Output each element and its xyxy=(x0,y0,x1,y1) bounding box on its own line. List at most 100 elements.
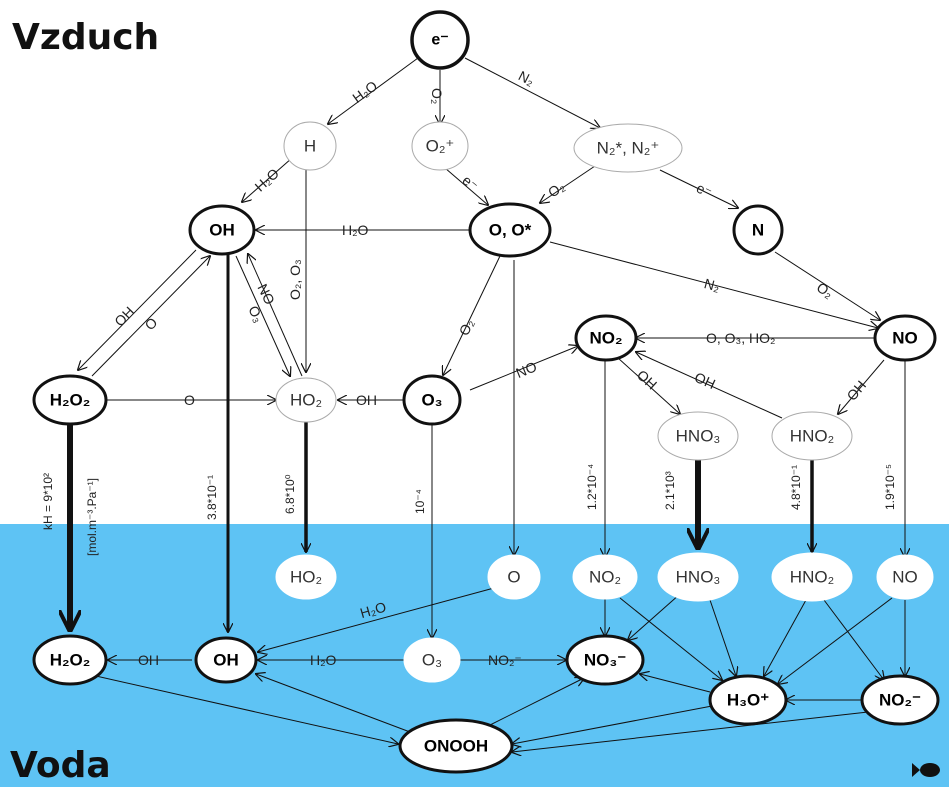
label-w-H2O: H₂O xyxy=(358,598,388,621)
node-ONOOH xyxy=(398,718,514,774)
label-O-H2O: H₂O xyxy=(342,222,369,238)
label-NO2-OH: OH xyxy=(634,367,660,393)
arrow-NO2-HNO3 xyxy=(617,357,680,414)
node-O3-water-label: O₃ xyxy=(422,651,442,670)
arrow-HNO2w-H3O xyxy=(764,599,807,676)
arrow-N2-O xyxy=(540,165,596,203)
node-N2star-label: N₂*, N₂⁺ xyxy=(597,139,660,158)
node-HNO2-water xyxy=(771,552,853,602)
node-H-label: H xyxy=(304,137,316,156)
node-OH-water-label: OH xyxy=(213,651,239,670)
node-HNO2-water-label: HNO₂ xyxy=(790,568,834,587)
arrow-NOw-H3O xyxy=(778,597,893,684)
label-O3-OH: OH xyxy=(356,392,377,408)
node-HNO3-air xyxy=(657,411,739,461)
arrow-H2O2w-ONOOH xyxy=(95,675,398,744)
node-electron xyxy=(410,10,470,70)
arrow-Ow-OHw xyxy=(258,587,495,652)
arrow-O3-NO2 xyxy=(469,346,578,391)
label-kH-NO: 1.9*10⁻⁵ xyxy=(883,464,897,510)
node-N2star xyxy=(573,123,683,173)
label-kH-O3: 10⁻⁴ xyxy=(413,489,427,514)
label-N-O2: O₂ xyxy=(814,279,836,301)
node-NO2-water xyxy=(572,554,638,600)
label-NO-list: O, O₃, HO₂ xyxy=(706,330,775,346)
node-H3Oplus xyxy=(708,674,788,726)
node-HO2-air-label: HO₂ xyxy=(290,391,322,410)
arrow-O2plus-O xyxy=(444,167,488,205)
label-w-OH: OH xyxy=(138,652,159,668)
arrow-H3O-NO3m xyxy=(640,674,711,693)
label-HNO2-OH: OH xyxy=(692,369,718,392)
node-N xyxy=(732,204,784,256)
label-H2O2-O: O xyxy=(184,392,195,408)
node-HNO2-air-label: HNO₂ xyxy=(790,427,834,446)
node-NO3minus-label: NO₃⁻ xyxy=(584,651,626,670)
arrow-HNO3w-H3O xyxy=(709,599,736,676)
label-O3-NO: NO xyxy=(514,358,540,381)
label-kH-HO2: 6.8*10⁰ xyxy=(283,474,297,514)
arrow-O-NO xyxy=(549,241,878,328)
region-title-water: Voda xyxy=(10,745,111,786)
node-O2plus-label: O₂⁺ xyxy=(426,137,455,156)
node-N-label: N xyxy=(752,221,764,240)
node-OH-water xyxy=(194,636,258,684)
node-HO2-water-label: HO₂ xyxy=(290,568,322,587)
label-N2-e: e⁻ xyxy=(694,180,715,201)
node-O-air xyxy=(468,202,552,258)
arrow-H2O2-OH xyxy=(91,256,210,377)
node-NO-water-label: NO xyxy=(892,568,918,587)
label-kH-OH: 3.8*10⁻¹ xyxy=(205,475,219,520)
node-OH-air xyxy=(188,204,256,256)
arrow-HNO2-NO2 xyxy=(636,352,783,419)
label-OH-OH: OH xyxy=(111,303,137,329)
fish-icon xyxy=(912,763,940,777)
node-NO-water xyxy=(876,554,934,600)
label-kH-unit: [mol.m⁻³.Pa⁻¹] xyxy=(85,478,99,556)
label-N2-O2: O₂ xyxy=(545,178,567,200)
arrow-HNO2w-NO2m xyxy=(823,599,884,680)
node-electron-label: e⁻ xyxy=(431,32,448,49)
label-kH-HNO2: 4.8*10⁻¹ xyxy=(789,465,803,510)
arrow-N2-N xyxy=(659,169,738,208)
node-OH-air-label: OH xyxy=(209,221,235,240)
node-H2O2-air xyxy=(32,374,108,426)
node-O-water xyxy=(487,554,541,600)
label-O2p-e: e⁻ xyxy=(459,172,481,194)
arrow-ONOOH-OHw xyxy=(256,674,411,733)
arrow-OH-HO2 xyxy=(235,255,290,376)
node-NO2minus xyxy=(860,674,940,726)
arrow-NO-HNO2 xyxy=(838,359,885,414)
arrow-NO2m-ONOOH xyxy=(512,711,869,752)
node-HO2-water xyxy=(275,554,337,600)
label-OH-O3: O₃ xyxy=(245,303,267,325)
node-H xyxy=(283,121,337,171)
label-kH-NO2: 1.2*10⁻⁴ xyxy=(585,464,599,510)
node-O3-water xyxy=(403,637,461,683)
label-O-N2: N₂ xyxy=(702,275,721,294)
node-H2O2-water-label: H₂O₂ xyxy=(50,651,91,670)
label-e-H2O: H₂O xyxy=(349,77,380,106)
node-NO2-air-label: NO₂ xyxy=(589,329,622,348)
label-OH-O: O xyxy=(141,314,160,333)
arrow-e-N2star xyxy=(464,57,600,128)
arrow-H3O-ONOOH xyxy=(512,705,713,744)
arrow-HNO3w-NO3m xyxy=(628,593,681,640)
arrow-HO2-OH xyxy=(248,254,303,377)
label-O-O2: O₂ xyxy=(456,316,478,338)
arrow-NO2w-H3O xyxy=(619,597,722,680)
label-kH-HNO3: 2.1*10³ xyxy=(663,471,677,510)
label-e-O2: O₂ xyxy=(429,88,445,104)
node-NO-air-label: NO xyxy=(892,329,918,348)
node-HNO3-air-label: HNO₃ xyxy=(676,427,721,446)
arrow-OH-H2O2 xyxy=(78,249,197,370)
node-HNO3-water xyxy=(657,552,739,602)
label-kH-H2O2: kH = 9*10² xyxy=(41,473,55,530)
arrow-e-H xyxy=(328,57,419,124)
label-H-O2O3: O₂, O₃ xyxy=(287,259,303,300)
node-NO2-water-label: NO₂ xyxy=(589,568,621,587)
node-HNO2-air xyxy=(771,411,853,461)
arrow-H-OH xyxy=(242,157,293,202)
